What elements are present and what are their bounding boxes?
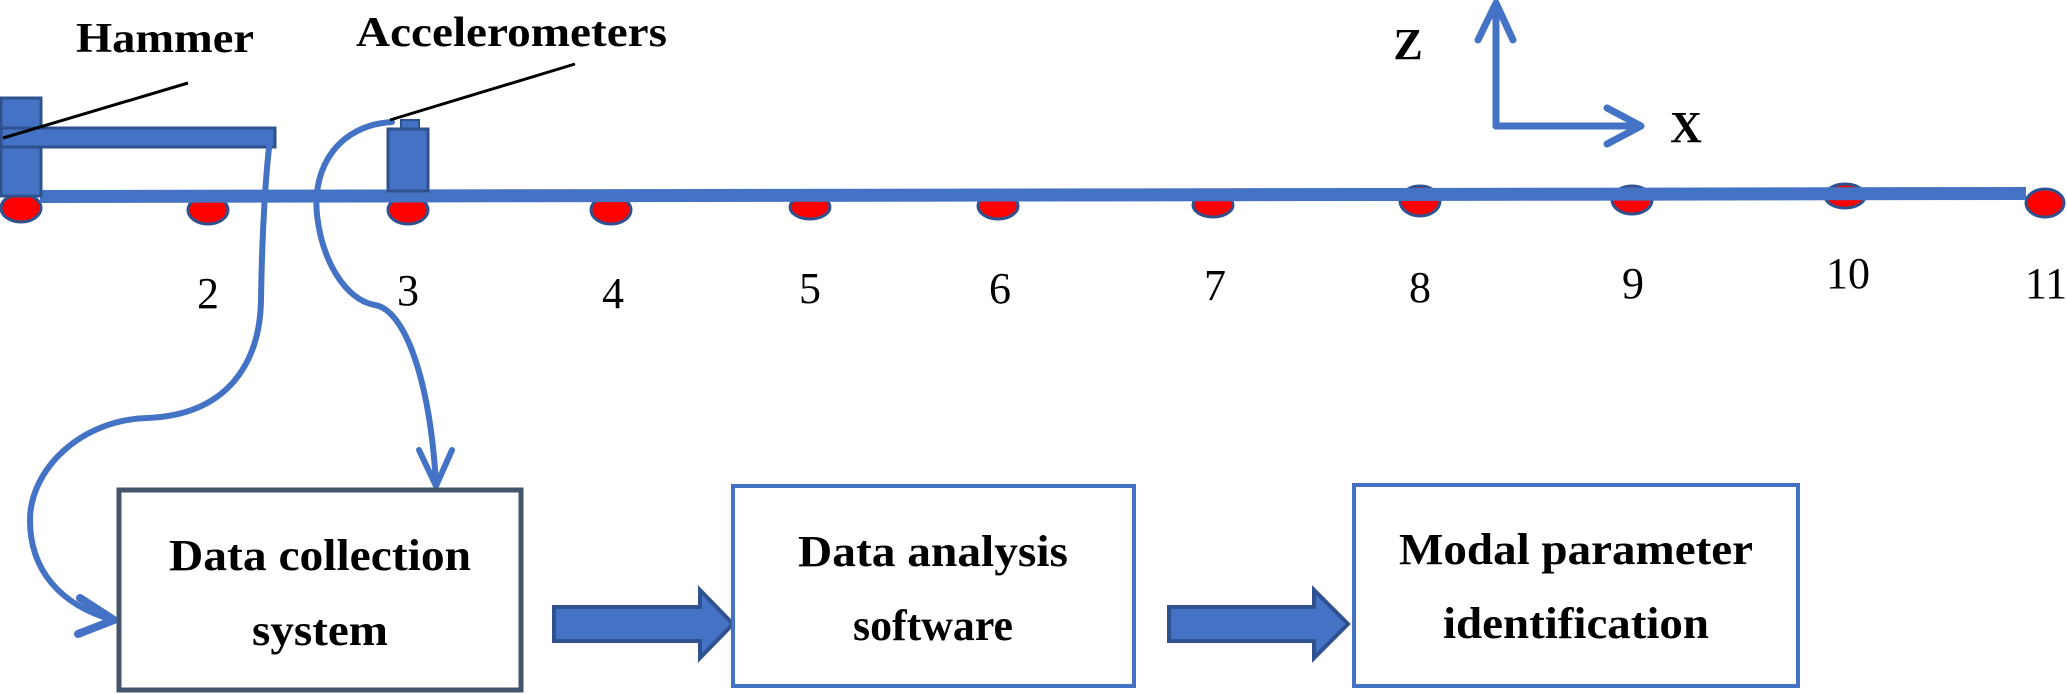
hammer-pointer-line (2, 81, 189, 140)
flow-arrow-2 (1167, 585, 1351, 663)
node-numbers: 2 3 4 5 6 7 8 9 10 11 (197, 249, 2067, 318)
hammer-cable-arrowhead-icon (74, 594, 118, 638)
accelerometer-cable-arrowhead-icon (416, 447, 455, 489)
hammer (0, 96, 277, 198)
node-number: 11 (2025, 259, 2067, 308)
node-number: 10 (1826, 249, 1870, 298)
coordinate-axes: Z X (1393, 0, 1702, 152)
node-number: 3 (397, 266, 419, 315)
box-data-analysis: Data analysis software (731, 484, 1136, 688)
z-axis-label: Z (1393, 20, 1422, 69)
box-data-analysis-line2: software (853, 601, 1013, 650)
box-modal-parameter: Modal parameter identification (1352, 483, 1800, 688)
node-number: 8 (1409, 263, 1431, 312)
hammer-cable (26, 137, 273, 623)
box-modal-parameter-line1: Modal parameter (1399, 525, 1753, 574)
node-number: 7 (1204, 261, 1226, 310)
x-axis-label: X (1670, 103, 1702, 152)
accelerometer-pointer-line (389, 62, 576, 122)
box-data-collection-line2: system (252, 606, 388, 655)
node-dot (2024, 187, 2066, 219)
x-axis-arrow-icon (1492, 104, 1645, 148)
box-data-collection-line1: Data collection (169, 531, 471, 580)
box-data-analysis-line1: Data analysis (798, 527, 1068, 576)
accelerometer-cable (313, 119, 439, 487)
box-data-collection: Data collection system (116, 487, 524, 693)
accelerometer-body (386, 127, 430, 193)
accelerometers-label: Accelerometers (356, 10, 667, 56)
node-number: 4 (602, 269, 624, 318)
accelerometer (386, 119, 430, 193)
node-number: 6 (989, 264, 1011, 313)
node-number: 2 (197, 269, 219, 318)
node-number: 5 (799, 264, 821, 313)
flow-arrow-1 (552, 585, 736, 663)
node-dot (0, 192, 43, 224)
box-modal-parameter-line2: identification (1443, 599, 1709, 648)
hammer-label: Hammer (76, 16, 254, 62)
hammer-handle (0, 126, 277, 149)
z-axis-arrow-icon (1474, 0, 1517, 130)
node-number: 9 (1622, 259, 1644, 308)
beam (40, 187, 2026, 203)
